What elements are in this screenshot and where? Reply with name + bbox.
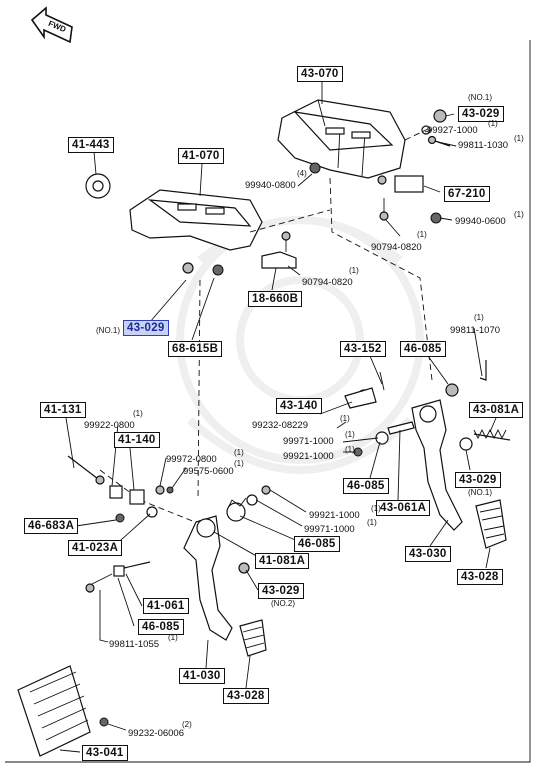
group-label-41-061[interactable]: 41-061 bbox=[143, 598, 189, 614]
group-label-46-085-c[interactable]: 46-085 bbox=[294, 536, 340, 552]
part-qty-99232-06006: (2) bbox=[182, 720, 192, 729]
group-label-41-070[interactable]: 41-070 bbox=[178, 148, 224, 164]
part-qty-99575-0600: (1) bbox=[234, 459, 244, 468]
group-label-43-028-r[interactable]: 43-028 bbox=[457, 569, 503, 585]
frame-border bbox=[5, 40, 531, 763]
part-qty-99940-0600: (1) bbox=[514, 210, 524, 219]
part-number-99811-1070[interactable]: 99811-1070 bbox=[450, 325, 501, 336]
leader-lines bbox=[59, 82, 497, 753]
part-number-99811-1030[interactable]: 99811-1030 bbox=[458, 140, 509, 151]
right-pedal-assembly bbox=[344, 360, 511, 549]
part-number-99811-1055[interactable]: 99811-1055 bbox=[109, 639, 160, 650]
part-number-99971-1000-b[interactable]: 99971-1000 bbox=[304, 524, 355, 535]
group-label-43-152[interactable]: 43-152 bbox=[340, 341, 386, 357]
fwd-arrow-icon bbox=[30, 6, 73, 44]
part-qty-99921-1000-a: (1) bbox=[345, 445, 355, 454]
group-label-41-443[interactable]: 41-443 bbox=[68, 137, 114, 153]
group-label-41-131[interactable]: 41-131 bbox=[40, 402, 86, 418]
bracket-43-070-shape bbox=[277, 99, 406, 179]
group-label-46-683a[interactable]: 46-683A bbox=[24, 518, 79, 534]
part-number-99232-06006[interactable]: 99232-06006 bbox=[128, 728, 184, 739]
part-number-99972-0800[interactable]: 99972-0800 bbox=[166, 454, 217, 465]
group-label-41-081a-l[interactable]: 41-081A bbox=[255, 553, 310, 569]
part-qty-99811-1055: (1) bbox=[168, 633, 178, 642]
group-label-43-029-no2[interactable]: 43-029 bbox=[258, 583, 304, 599]
part-number-99575-0600[interactable]: 99575-0600 bbox=[183, 466, 234, 477]
part-number-99971-1000-a[interactable]: 99971-1000 bbox=[283, 436, 334, 447]
part-number-90794-0820[interactable]: 90794-0820 bbox=[302, 277, 353, 288]
group-label-note-43-029-top: (NO.1) bbox=[468, 93, 492, 102]
group-label-note-43-029-r: (NO.1) bbox=[468, 488, 492, 497]
part-number-99921-1000-a[interactable]: 99921-1000 bbox=[283, 451, 334, 462]
part-number-99921-1000-b[interactable]: 99921-1000 bbox=[309, 510, 360, 521]
part-qty-99921-1000-b: (1) bbox=[371, 504, 381, 513]
part-qty-90794-0820: (1) bbox=[349, 266, 359, 275]
group-label-note-43-029-no1: (NO.1) bbox=[96, 326, 120, 335]
group-label-43-061a-r[interactable]: 43-061A bbox=[376, 500, 431, 516]
part-qty-99232-08229: (1) bbox=[340, 414, 350, 423]
group-label-43-029-r[interactable]: 43-029 bbox=[455, 472, 501, 488]
part-number-99940-0600[interactable]: 99940-0600 bbox=[455, 216, 506, 227]
group-label-41-030[interactable]: 41-030 bbox=[179, 668, 225, 684]
group-label-note-43-029-no2: (NO.2) bbox=[271, 599, 295, 608]
group-label-43-030-r[interactable]: 43-030 bbox=[405, 546, 451, 562]
part-qty-99972-0800: (1) bbox=[234, 448, 244, 457]
group-label-43-081a-r[interactable]: 43-081A bbox=[469, 402, 524, 418]
group-label-41-023a[interactable]: 41-023A bbox=[68, 540, 123, 556]
group-label-43-029-top[interactable]: 43-029 bbox=[458, 106, 504, 122]
part-qty-90794-0820-top: (1) bbox=[417, 230, 427, 239]
group-label-46-085-a[interactable]: 46-085 bbox=[400, 341, 446, 357]
part-qty-99940-0800: (4) bbox=[297, 169, 307, 178]
group-label-43-029-no1[interactable]: 43-029 bbox=[123, 320, 169, 336]
bracket-41-070-shape bbox=[85, 173, 297, 276]
part-qty-99922-0800: (1) bbox=[133, 409, 143, 418]
footrest-43-041 bbox=[17, 665, 109, 757]
group-label-43-070[interactable]: 43-070 bbox=[297, 66, 343, 82]
part-qty-99811-1030: (1) bbox=[514, 134, 524, 143]
part-number-99927[interactable]: 99927-1000 bbox=[427, 125, 478, 136]
group-label-68-615b[interactable]: 68-615B bbox=[168, 341, 223, 357]
part-number-99922-0800[interactable]: 99922-0800 bbox=[84, 420, 135, 431]
group-label-41-140[interactable]: 41-140 bbox=[114, 432, 160, 448]
part-qty-99811-1070: (1) bbox=[474, 313, 484, 322]
part-qty-99927: (1) bbox=[488, 119, 498, 128]
group-label-43-140[interactable]: 43-140 bbox=[276, 398, 322, 414]
group-label-43-041[interactable]: 43-041 bbox=[82, 745, 128, 761]
group-label-46-085-d[interactable]: 46-085 bbox=[138, 619, 184, 635]
group-label-46-085-b[interactable]: 46-085 bbox=[343, 478, 389, 494]
group-label-43-028-l[interactable]: 43-028 bbox=[223, 688, 269, 704]
group-label-18-660b[interactable]: 18-660B bbox=[248, 291, 303, 307]
part-qty-99971-1000-b: (1) bbox=[367, 518, 377, 527]
part-number-99940-0800[interactable]: 99940-0800 bbox=[245, 180, 296, 191]
part-number-90794-0820-top[interactable]: 90794-0820 bbox=[371, 242, 422, 253]
group-label-67-210[interactable]: 67-210 bbox=[444, 186, 490, 202]
part-number-99232-08229[interactable]: 99232-08229 bbox=[252, 420, 308, 431]
part-qty-99971-1000-a: (1) bbox=[345, 430, 355, 439]
